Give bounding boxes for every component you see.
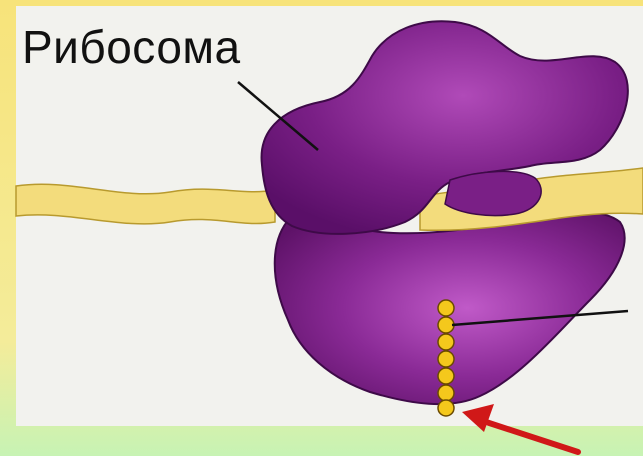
amino-acid-bead bbox=[438, 385, 454, 401]
amino-acid-bead bbox=[438, 317, 454, 333]
amino-acid-bead bbox=[438, 400, 454, 416]
amino-acid-bead bbox=[438, 300, 454, 316]
amino-acid-bead bbox=[438, 351, 454, 367]
amino-acid-bead bbox=[438, 334, 454, 350]
amino-acid-bead bbox=[438, 368, 454, 384]
subunit-lobe bbox=[445, 171, 541, 215]
ribosome-label: Рибосома bbox=[22, 20, 241, 74]
